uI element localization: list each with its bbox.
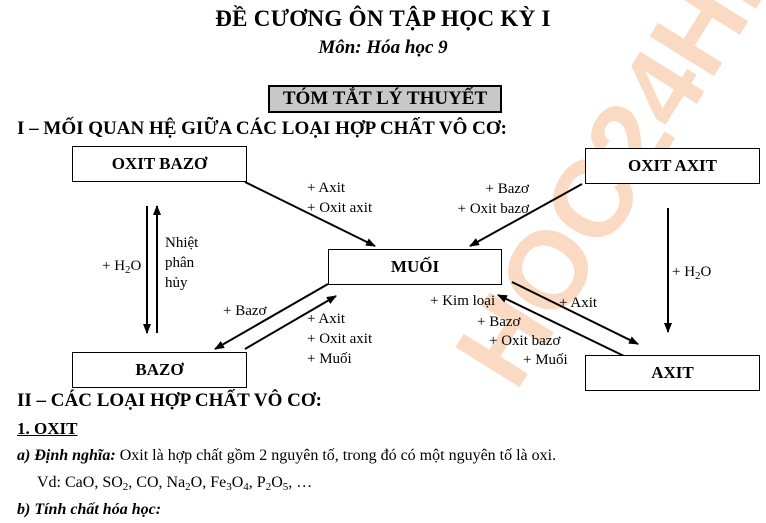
box-oxit-bazo: OXIT BAZƠ [72,146,247,182]
examples-list: CaO, SO2, CO, Na2O, Fe3O4, P2O5 [65,474,289,493]
summary-heading: TÓM TẮT LÝ THUYẾT [268,85,502,113]
box-axit: AXIT [585,355,760,391]
arrow-oxitbazo-to-muoi [244,181,376,247]
label-axit-to-muoi-2: + Bazơ [477,314,521,330]
label-axit-to-muoi-4: + Muối [523,352,568,368]
subsection-oxit: 1. OXIT [17,419,78,438]
arrow-bazo-to-muoi [244,295,337,350]
section2-heading: II – CÁC LOẠI HỢP CHẤT VÔ CƠ: [17,390,322,411]
box-bazo: BAZƠ [72,352,247,388]
properties-heading: b) Tính chất hóa học: [17,501,162,518]
formula: CO [136,474,159,491]
formula: Fe3O4 [210,474,249,493]
arrow-oxitaxit-to-muoi [469,183,583,247]
formula: CaO [65,474,95,491]
label-h2o-left: + H2O [102,258,142,276]
label-muoi-to-bazo: + Bazơ [223,303,267,319]
formula: SO2 [102,474,129,493]
label-axit-to-muoi-1: + Kim loại [430,293,496,309]
arrow-axit-to-muoi [497,294,625,357]
label-oxitaxit-to-muoi: + Bazơ + Oxit bazơ [457,181,529,217]
formula: P2O5 [256,474,289,493]
label-nhiet-phan-huy: Nhiệt phân hủy [165,235,199,291]
examples-line: Vd: CaO, SO2, CO, Na2O, Fe3O4, P2O5, … [37,474,313,493]
document-subtitle: Môn: Hóa học 9 [318,37,448,58]
label-axit-to-muoi-3: + Oxit bazơ [489,333,561,349]
document-title: ĐỀ CƯƠNG ÔN TẬP HỌC KỲ I [215,6,551,31]
definition-line: a) Định nghĩa: Oxit là hợp chất gồm 2 ng… [17,447,556,465]
label-oxitbazo-to-muoi: + Axit + Oxit axit [307,180,373,216]
label-bazo-to-muoi: + Axit + Oxit axit + Muối [307,311,373,367]
definition-label: a) Định nghĩa: [17,447,116,464]
formula: Na2O [166,474,203,493]
label-h2o-right: + H2O [672,264,712,282]
arrow-muoi-to-bazo [214,283,329,350]
label-muoi-to-axit: + Axit [559,295,598,311]
box-muoi: MUỐI [328,249,502,285]
arrow-muoi-to-axit [511,281,639,345]
definition-text: Oxit là hợp chất gồm 2 nguyên tố, trong … [115,447,557,464]
section1-heading: I – MỐI QUAN HỆ GIỮA CÁC LOẠI HỢP CHẤT V… [17,118,507,139]
box-oxit-axit: OXIT AXIT [585,148,760,184]
